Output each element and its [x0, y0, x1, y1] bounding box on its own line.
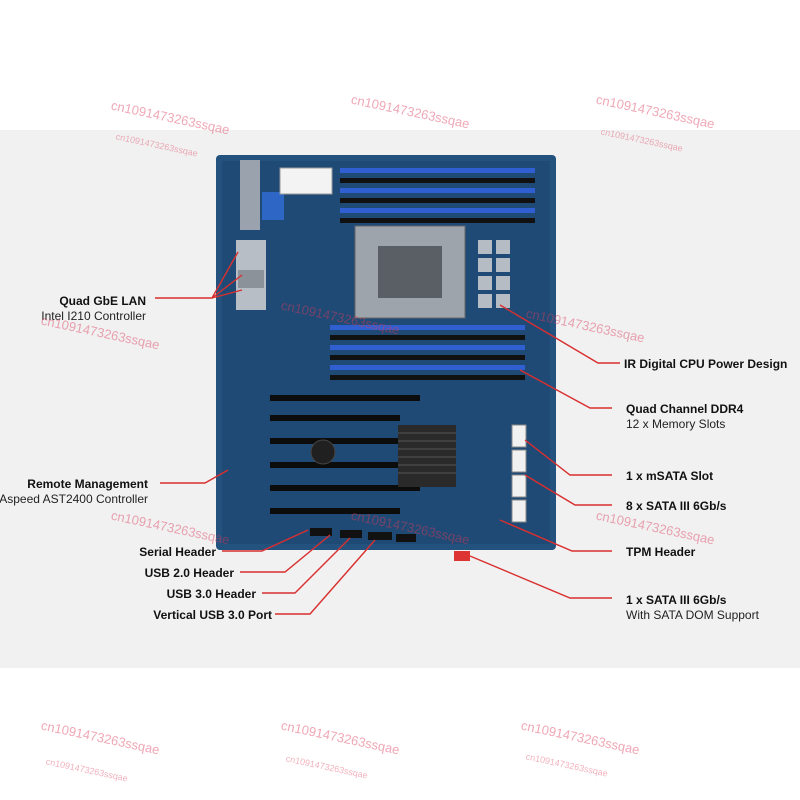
- callout-usb20-header: USB 2.0 Header: [145, 566, 234, 581]
- vrm-chokes: [478, 240, 510, 308]
- callout-title: USB 2.0 Header: [144, 566, 234, 580]
- callout-subtitle: Aspeed AST2400 Controller: [0, 492, 148, 506]
- callout-title: IR Digital CPU Power Design: [624, 357, 788, 371]
- sata-ports: [511, 424, 527, 523]
- callout-title: TPM Header: [626, 545, 696, 559]
- pcie-slots: [270, 395, 420, 514]
- callout-title: 1 x mSATA Slot: [626, 469, 714, 483]
- callout-subtitle: Intel I210 Controller: [41, 309, 146, 323]
- callout-title: Serial Header: [139, 545, 216, 559]
- callout-quad-channel-ddr4: Quad Channel DDR4 12 x Memory Slots: [626, 402, 743, 432]
- callout-sata-8: 8 x SATA III 6Gb/s: [626, 499, 726, 514]
- callout-sata-dom: 1 x SATA III 6Gb/s With SATA DOM Support: [626, 593, 759, 623]
- rear-io-vga-port: [240, 160, 260, 230]
- callout-title: Quad GbE LAN: [59, 294, 146, 308]
- callout-ir-cpu-power: IR Digital CPU Power Design: [624, 357, 787, 372]
- rear-io-serial-port: [262, 192, 284, 220]
- dimm-slots-bottom: [330, 325, 525, 380]
- pch-heatsink: [398, 425, 456, 487]
- atx-power-connector: [279, 167, 333, 195]
- callout-tpm-header: TPM Header: [626, 545, 695, 560]
- bottom-headers: [310, 528, 416, 542]
- callout-subtitle: 12 x Memory Slots: [626, 417, 726, 431]
- callout-title: Remote Management: [27, 477, 148, 491]
- callout-quad-gbe-lan: Quad GbE LAN Intel I210 Controller: [41, 294, 146, 324]
- dimm-slots-top: [340, 168, 535, 223]
- callout-title: USB 3.0 Header: [166, 587, 256, 601]
- callout-msata-slot: 1 x mSATA Slot: [626, 469, 713, 484]
- callout-serial-header: Serial Header: [139, 545, 216, 560]
- callout-title: 8 x SATA III 6Gb/s: [626, 499, 727, 513]
- callout-title: 1 x SATA III 6Gb/s: [626, 593, 727, 607]
- callout-title: Quad Channel DDR4: [626, 402, 744, 416]
- cmos-battery: [310, 439, 336, 465]
- callout-remote-management: Remote Management Aspeed AST2400 Control…: [0, 477, 148, 507]
- callout-usb30-header: USB 3.0 Header: [167, 587, 256, 602]
- callout-title: Vertical USB 3.0 Port: [153, 608, 272, 622]
- callout-vertical-usb30-port: Vertical USB 3.0 Port: [153, 608, 272, 623]
- callout-subtitle: With SATA DOM Support: [626, 608, 759, 622]
- callout-lines: [155, 251, 620, 615]
- sata-dom-port: [454, 551, 470, 561]
